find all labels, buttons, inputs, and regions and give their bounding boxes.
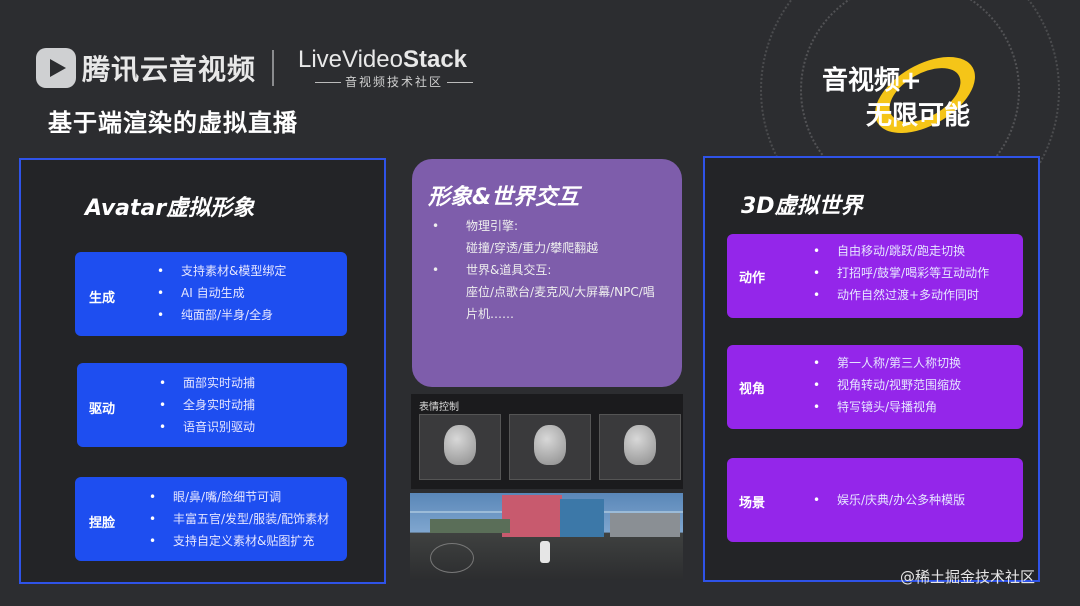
expression-control-screenshot: 表情控制 bbox=[411, 394, 683, 489]
avatar-head-icon bbox=[444, 425, 476, 465]
watermark: @稀土掘金技术社区 bbox=[900, 568, 1036, 586]
badge-line2: 无限可能 bbox=[866, 101, 971, 131]
card-drive-list: 面部实时动捕 全身实时动捕 语音识别驱动 bbox=[159, 372, 255, 438]
tencent-video-logo-icon bbox=[36, 48, 76, 88]
list-item: 特写镜头/导播视角 bbox=[813, 396, 961, 418]
list-item: 丰富五官/发型/服装/配饰素材 bbox=[149, 508, 329, 530]
list-item: 自由移动/跳跃/跑走切换 bbox=[813, 240, 989, 262]
building-low bbox=[430, 519, 510, 533]
card-scene: 场景 娱乐/庆典/办公多种模版 bbox=[727, 458, 1023, 542]
list-item: 支持自定义素材&贴图扩充 bbox=[149, 530, 329, 552]
card-scene-list: 娱乐/庆典/办公多种模版 bbox=[813, 489, 965, 511]
brand-tencent: 腾讯云音视频 bbox=[82, 53, 257, 86]
list-item: 物理引擎: bbox=[432, 215, 672, 237]
virtual-world-panel: 3D虚拟世界 动作 自由移动/跳跃/跑走切换 打招呼/鼓掌/喝彩等互动动作 动作… bbox=[703, 156, 1040, 582]
card-action: 动作 自由移动/跳跃/跑走切换 打招呼/鼓掌/喝彩等互动动作 动作自然过渡+多动… bbox=[727, 234, 1023, 318]
face-thumbnail bbox=[419, 414, 501, 480]
card-drive: 驱动 面部实时动捕 全身实时动捕 语音识别驱动 bbox=[77, 363, 347, 447]
list-item: 座位/点歌台/麦克风/大屏幕/NPC/唱 bbox=[466, 285, 655, 299]
card-generate: 生成 支持素材&模型绑定 AI 自动生成 纯面部/半身/全身 bbox=[75, 252, 347, 336]
badge-line1: 音视频+ bbox=[822, 66, 922, 96]
interaction-list: 物理引擎: 碰撞/穿透/重力/攀爬翻越 世界&道具交互: 座位/点歌台/麦克风/… bbox=[432, 215, 672, 325]
avatar-head-icon bbox=[534, 425, 566, 465]
list-item: 打招呼/鼓掌/喝彩等互动动作 bbox=[813, 262, 989, 284]
card-viewpoint-label: 视角 bbox=[739, 382, 766, 397]
building-blue bbox=[560, 499, 604, 537]
list-item: 片机…… bbox=[466, 307, 515, 321]
avatar-panel-heading: Avatar虚拟形象 bbox=[85, 196, 255, 221]
lvs-title-light: LiveVideo bbox=[298, 46, 403, 73]
list-item: 娱乐/庆典/办公多种模版 bbox=[813, 489, 965, 511]
expression-control-title: 表情控制 bbox=[419, 402, 459, 413]
list-item: 支持素材&模型绑定 bbox=[157, 260, 286, 282]
livevideostack-logo: LiveVideoStack bbox=[298, 46, 467, 74]
card-face-sculpt: 捏脸 眼/鼻/嘴/脸细节可调 丰富五官/发型/服装/配饰素材 支持自定义素材&贴… bbox=[75, 477, 347, 561]
list-item: 第一人称/第三人称切换 bbox=[813, 352, 961, 374]
face-thumbnail bbox=[599, 414, 681, 480]
avatar-head-icon bbox=[624, 425, 656, 465]
brand-divider bbox=[272, 50, 274, 86]
list-item: 眼/鼻/嘴/脸细节可调 bbox=[149, 486, 329, 508]
card-action-label: 动作 bbox=[739, 271, 766, 286]
lvs-subtitle: 音视频技术社区 bbox=[300, 73, 488, 90]
list-item: 视角转动/视野范围缩放 bbox=[813, 374, 961, 396]
virtual-world-heading: 3D虚拟世界 bbox=[741, 194, 863, 219]
lvs-subtitle-text: 音视频技术社区 bbox=[344, 75, 443, 89]
list-item: AI 自动生成 bbox=[157, 282, 286, 304]
card-generate-label: 生成 bbox=[89, 291, 116, 306]
list-item: 世界&道具交互: bbox=[432, 259, 672, 281]
joystick-icon bbox=[430, 543, 474, 573]
interaction-heading: 形象&世界交互 bbox=[428, 185, 580, 210]
list-item: 全身实时动捕 bbox=[159, 394, 255, 416]
list-item: 碰撞/穿透/重力/攀爬翻越 bbox=[466, 241, 599, 255]
list-item: 动作自然过渡+多动作同时 bbox=[813, 284, 989, 306]
card-face-sculpt-label: 捏脸 bbox=[89, 516, 116, 531]
list-item: 面部实时动捕 bbox=[159, 372, 255, 394]
lvs-title-bold: Stack bbox=[402, 46, 468, 73]
page-title: 基于端渲染的虚拟直播 bbox=[48, 109, 298, 137]
list-item: 纯面部/半身/全身 bbox=[157, 304, 286, 326]
building-pink bbox=[502, 495, 562, 537]
avatar-panel: Avatar虚拟形象 生成 支持素材&模型绑定 AI 自动生成 纯面部/半身/全… bbox=[19, 158, 386, 584]
virtual-world-screenshot bbox=[410, 493, 683, 580]
card-face-sculpt-list: 眼/鼻/嘴/脸细节可调 丰富五官/发型/服装/配饰素材 支持自定义素材&贴图扩充 bbox=[149, 486, 329, 552]
card-viewpoint: 视角 第一人称/第三人称切换 视角转动/视野范围缩放 特写镜头/导播视角 bbox=[727, 345, 1023, 429]
card-action-list: 自由移动/跳跃/跑走切换 打招呼/鼓掌/喝彩等互动动作 动作自然过渡+多动作同时 bbox=[813, 240, 989, 306]
interaction-card: 形象&世界交互 物理引擎: 碰撞/穿透/重力/攀爬翻越 世界&道具交互: 座位/… bbox=[412, 159, 682, 387]
list-item: 语音识别驱动 bbox=[159, 416, 255, 438]
card-viewpoint-list: 第一人称/第三人称切换 视角转动/视野范围缩放 特写镜头/导播视角 bbox=[813, 352, 961, 418]
avatar-figure bbox=[540, 541, 550, 563]
card-drive-label: 驱动 bbox=[89, 402, 116, 417]
building-grey bbox=[610, 513, 680, 537]
face-thumbnail bbox=[509, 414, 591, 480]
card-generate-list: 支持素材&模型绑定 AI 自动生成 纯面部/半身/全身 bbox=[157, 260, 286, 326]
card-scene-label: 场景 bbox=[739, 496, 766, 511]
